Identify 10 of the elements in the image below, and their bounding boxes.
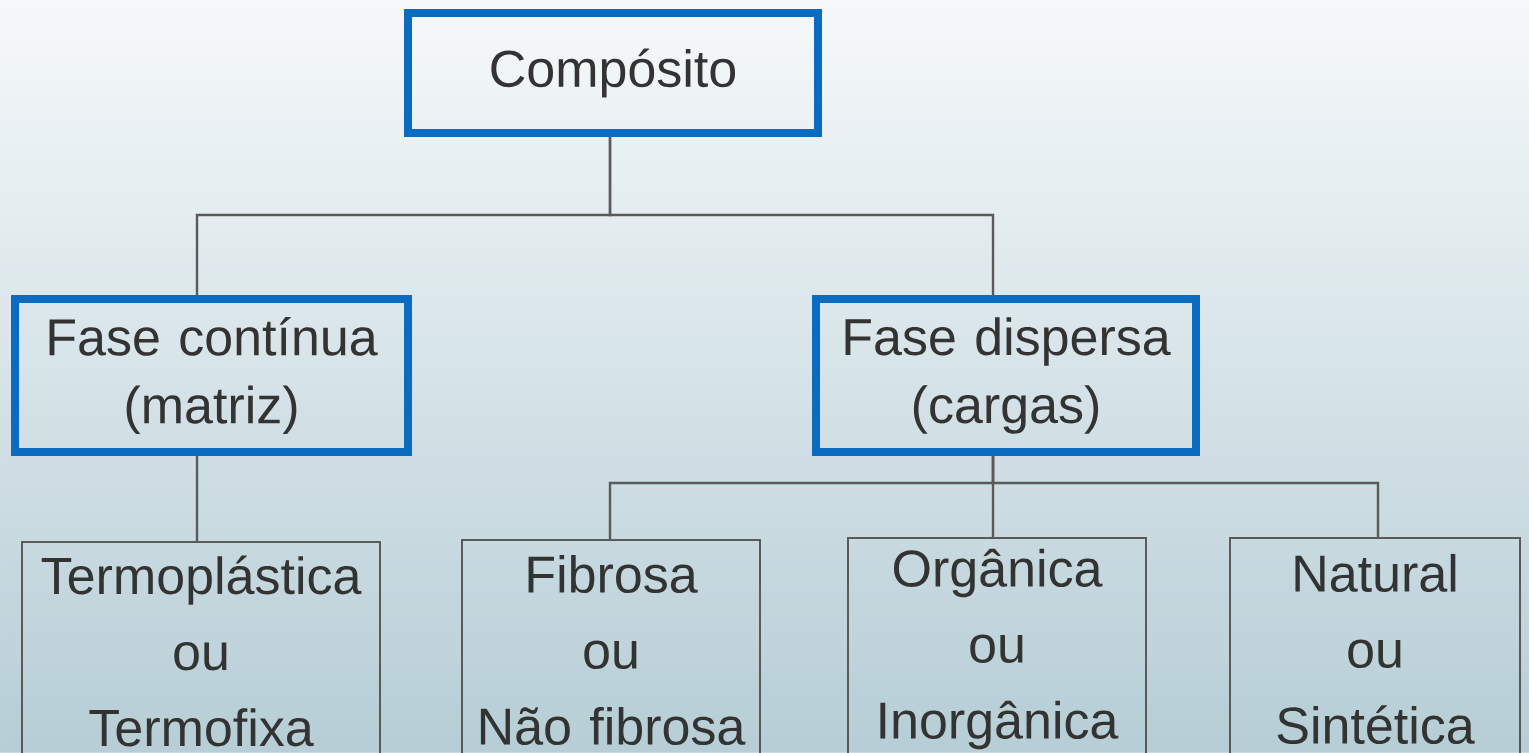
connector-line (608, 137, 995, 295)
type-box: Natural ou Sintética (1229, 537, 1521, 753)
type-box: Fibrosa ou Não fibrosa (461, 539, 761, 753)
type-box: Termoplástica ou Termofixa (21, 541, 381, 753)
connector-line (195, 456, 199, 541)
category-box: Fase dispersa (cargas) (812, 295, 1200, 456)
type-box: Orgânica ou Inorgânica (847, 537, 1147, 753)
category-box: Compósito (404, 9, 822, 137)
category-box: Fase contínua (matriz) (11, 295, 412, 456)
connector-line (991, 456, 1380, 537)
